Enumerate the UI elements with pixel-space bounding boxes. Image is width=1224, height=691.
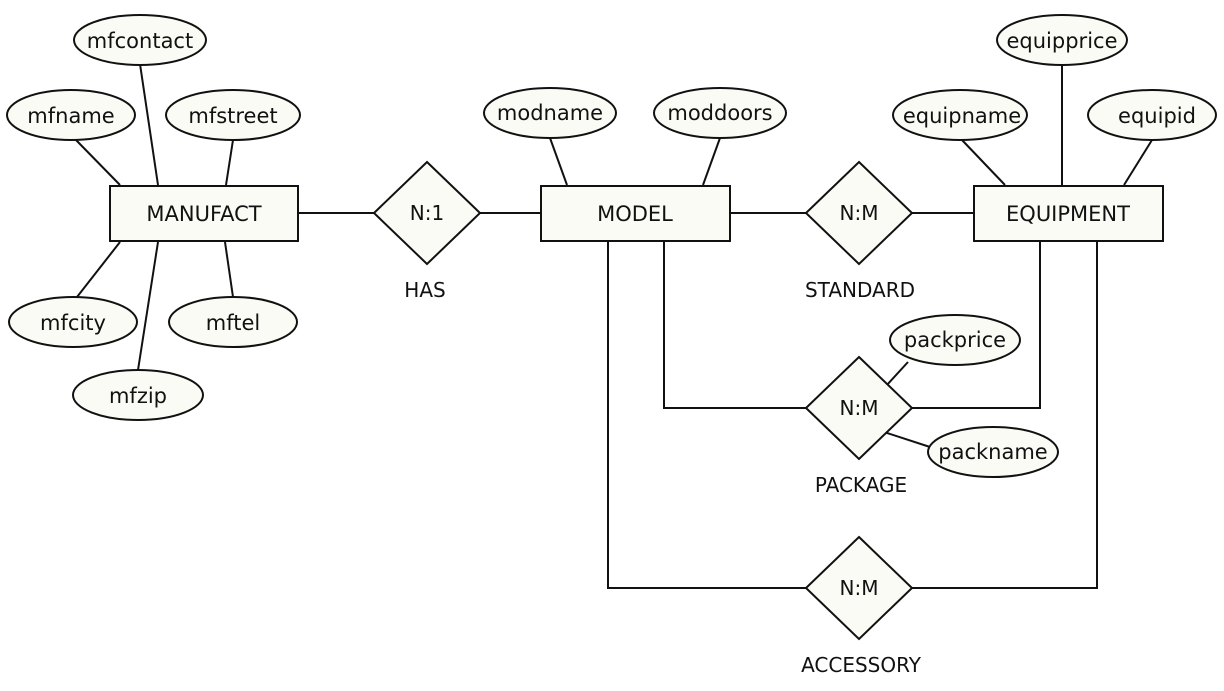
attribute-modname: modname — [483, 87, 617, 139]
attribute-moddoors: moddoors — [653, 87, 787, 139]
attribute-equipname-label: equipname — [903, 104, 1021, 128]
relationship-package: N:M PACKAGE — [804, 355, 914, 497]
line-packprice — [885, 361, 909, 387]
relationship-standard-label: STANDARD — [805, 278, 915, 302]
line-modname — [549, 137, 568, 186]
entity-manufact: MANUFACT — [109, 185, 299, 242]
attribute-equipprice-label: equipprice — [1007, 29, 1118, 53]
relationship-package-cardinality: N:M — [840, 396, 879, 420]
relationship-standard: N:M STANDARD — [804, 160, 915, 302]
connector-lines — [75, 63, 1153, 589]
line-packname — [883, 431, 931, 448]
line-mfstreet — [225, 139, 234, 186]
entity-model: MODEL — [540, 185, 731, 242]
relationship-has-cardinality: N:1 — [410, 201, 444, 225]
attribute-mfstreet-label: mfstreet — [188, 104, 277, 128]
entity-model-label: MODEL — [597, 202, 673, 226]
attribute-mfname: mfname — [6, 89, 136, 141]
attribute-equipid-label: equipid — [1118, 104, 1196, 128]
attribute-modname-label: modname — [497, 101, 603, 125]
relationship-package-label: PACKAGE — [815, 473, 907, 497]
attribute-mfzip: mfzip — [72, 369, 204, 421]
relationship-accessory-cardinality: N:M — [840, 576, 879, 600]
line-model-accessory — [607, 242, 806, 589]
entity-equipment-label: EQUIPMENT — [1006, 202, 1130, 226]
line-moddoors — [702, 137, 721, 186]
attribute-mfzip-label: mfzip — [109, 384, 167, 408]
attribute-mftel-label: mftel — [206, 311, 260, 335]
attribute-equipname: equipname — [892, 89, 1028, 141]
relationship-accessory: N:M ACCESSORY — [801, 535, 922, 677]
relationship-has-label: HAS — [404, 278, 445, 302]
attribute-mftel: mftel — [168, 296, 298, 348]
attribute-packname: packname — [927, 426, 1059, 478]
attribute-packprice-label: packprice — [904, 328, 1006, 352]
entity-manufact-label: MANUFACT — [146, 202, 261, 226]
line-mfcontact — [139, 63, 159, 186]
entity-equipment: EQUIPMENT — [973, 185, 1164, 242]
attribute-mfcity: mfcity — [8, 296, 138, 348]
line-package-equipment — [912, 242, 1041, 409]
line-accessory-equipment — [912, 242, 1098, 589]
line-equipid — [1123, 139, 1153, 186]
relationship-standard-cardinality: N:M — [840, 201, 879, 225]
attribute-packname-label: packname — [938, 440, 1047, 464]
line-mfzip — [137, 241, 159, 371]
relationship-has: N:1 HAS — [372, 160, 482, 302]
attribute-mfcity-label: mfcity — [40, 311, 106, 335]
attribute-mfcontact: mfcontact — [73, 14, 207, 66]
attribute-mfname-label: mfname — [27, 104, 114, 128]
attribute-equipprice: equipprice — [996, 14, 1128, 66]
attribute-mfcontact-label: mfcontact — [87, 29, 193, 53]
attribute-moddoors-label: moddoors — [667, 101, 772, 125]
line-model-package — [663, 242, 806, 409]
line-mftel — [224, 241, 234, 298]
attribute-equipid: equipid — [1087, 89, 1217, 141]
line-mfcity — [76, 241, 121, 298]
line-equipname — [961, 139, 1006, 186]
relationship-accessory-label: ACCESSORY — [801, 653, 922, 677]
attribute-mfstreet: mfstreet — [165, 89, 301, 141]
line-mfname — [75, 139, 121, 186]
attribute-packprice: packprice — [889, 314, 1021, 366]
